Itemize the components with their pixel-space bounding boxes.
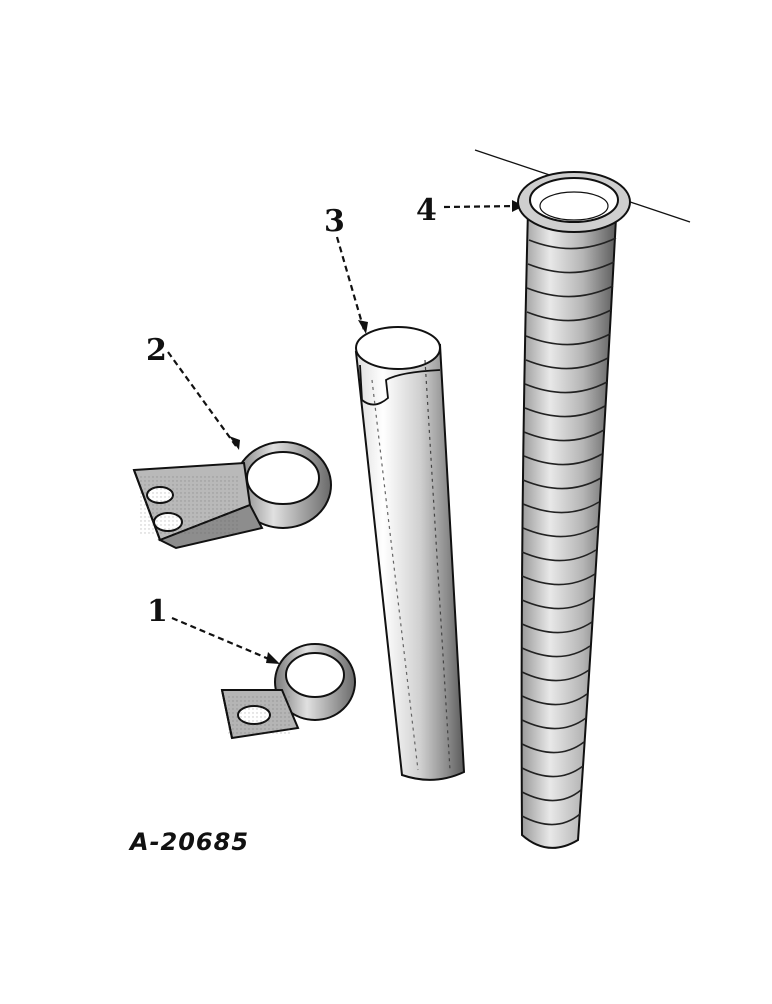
spout-ribs — [521, 237, 617, 826]
leader-3 — [335, 236, 366, 331]
leader-lines — [167, 204, 521, 664]
arrowhead-1 — [266, 652, 280, 664]
arrowhead-2 — [229, 436, 240, 450]
leader-1 — [171, 616, 277, 664]
leader-2 — [167, 351, 237, 447]
callout-1: 1 — [147, 594, 168, 629]
callout-4: 4 — [416, 193, 437, 228]
straight-tube — [354, 326, 466, 781]
figure-id: A-20685 — [130, 828, 250, 856]
leader-4 — [443, 204, 521, 209]
large-clamp — [132, 441, 332, 550]
callout-2: 2 — [146, 333, 167, 368]
callout-3: 3 — [324, 204, 345, 239]
flexible-spout — [517, 171, 631, 849]
small-clamp — [220, 643, 356, 740]
arrowhead-3 — [358, 320, 368, 334]
